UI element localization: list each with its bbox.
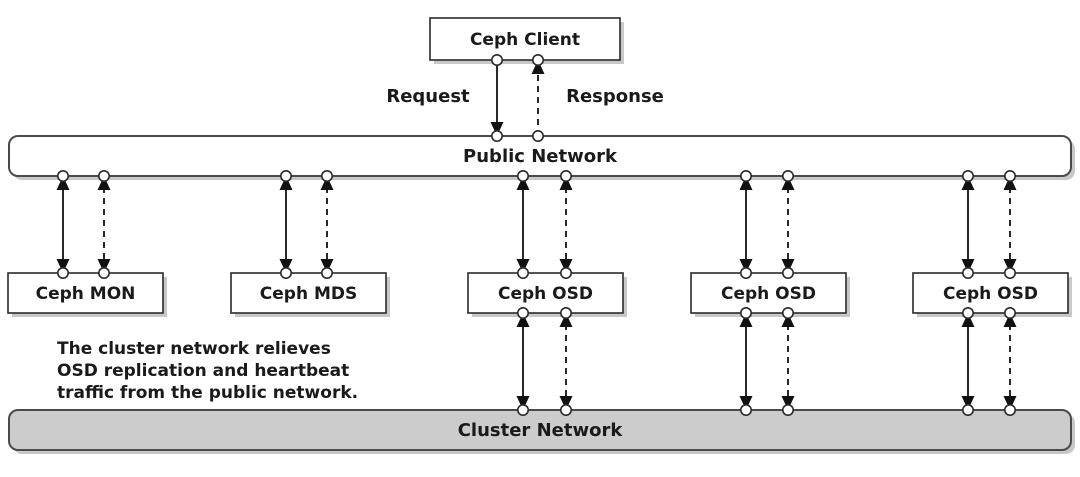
port-public-ceph-mon-left[interactable]	[56, 170, 69, 183]
ceph-osd-3-cluster-dashed-link-arrowhead-start	[1003, 313, 1017, 327]
ceph-mds-public-dashed-link-arrowhead-start	[320, 176, 334, 190]
port-ceph-osd-1-top-right[interactable]	[559, 266, 572, 279]
port-client-request[interactable]	[490, 53, 503, 66]
cluster-network[interactable]	[8, 409, 1072, 451]
network-bars-layer	[8, 135, 1072, 451]
ceph-mon-public-dashed-link-arrowhead-start	[97, 176, 111, 190]
ceph-mds-public-solid-link-arrowhead-start	[279, 176, 293, 190]
connection-links-layer	[56, 60, 1017, 410]
ceph-osd-2-cluster-dashed-link-arrowhead-end	[781, 396, 795, 410]
ceph-osd-1-public-dashed-link-arrowhead-end	[559, 259, 573, 273]
port-ceph-mon-top-right[interactable]	[98, 266, 111, 279]
ceph-osd-2-box[interactable]	[690, 272, 847, 314]
cluster-network-note-line-3: traffic from the public network.	[57, 383, 358, 403]
port-ceph-mds-top-right[interactable]	[320, 266, 333, 279]
ceph-client-label: Ceph Client	[470, 30, 580, 50]
request-label: Request	[386, 86, 470, 107]
ceph-mon-public-solid-link-arrowhead-start	[56, 176, 70, 190]
ceph-osd-2-public-dashed-link-arrowhead-start	[781, 176, 795, 190]
port-ceph-osd-3-top-left[interactable]	[961, 266, 974, 279]
ceph-osd-3-cluster-solid-link-arrowhead-start	[961, 313, 975, 327]
port-public-ceph-mds-left[interactable]	[279, 170, 292, 183]
ceph-osd-1-public-solid-link-arrowhead-end	[516, 259, 530, 273]
ceph-osd-2-cluster-solid-link-arrowhead-end	[739, 396, 753, 410]
ceph-mds-label: Ceph MDS	[260, 284, 357, 304]
port-ceph-mds-top-left[interactable]	[279, 266, 292, 279]
ceph-mon-label: Ceph MON	[36, 284, 136, 304]
port-ceph-osd-2-top-right[interactable]	[781, 266, 794, 279]
port-public-ceph-osd-3-left[interactable]	[961, 170, 974, 183]
ceph-client-box[interactable]	[429, 17, 621, 61]
port-ceph-osd-3-top-right[interactable]	[1003, 266, 1016, 279]
connection-ports-layer	[56, 53, 1016, 416]
client-response-link-arrowhead-end	[531, 60, 545, 74]
node-boxes-layer	[7, 17, 1069, 314]
port-cluster-ceph-osd-3-left[interactable]	[961, 403, 974, 416]
ceph-osd-3-public-dashed-link-arrowhead-end	[1003, 259, 1017, 273]
port-public-ceph-osd-1-right[interactable]	[559, 170, 572, 183]
port-public-ceph-osd-2-right[interactable]	[781, 170, 794, 183]
port-public-ceph-mds-right[interactable]	[320, 170, 333, 183]
ceph-osd-2-public-solid-link-arrowhead-end	[739, 259, 753, 273]
port-ceph-osd-1-bottom-left[interactable]	[516, 306, 529, 319]
ceph-osd-3-public-dashed-link-arrowhead-start	[1003, 176, 1017, 190]
ceph-mds-box[interactable]	[230, 272, 387, 314]
client-request-link-arrowhead-end	[490, 122, 504, 136]
ceph-osd-3-public-solid-link-arrowhead-start	[961, 176, 975, 190]
ceph-mds-public-dashed-link-arrowhead-end	[320, 259, 334, 273]
port-public-client-request[interactable]	[490, 130, 503, 143]
ceph-osd-3-box[interactable]	[912, 272, 1069, 314]
cluster-network-label: Cluster Network	[458, 420, 624, 441]
ceph-osd-1-cluster-dashed-link-arrowhead-start	[559, 313, 573, 327]
ceph-mon-public-dashed-link-arrowhead-end	[97, 259, 111, 273]
ceph-osd-3-cluster-solid-link-arrowhead-end	[961, 396, 975, 410]
port-public-ceph-osd-2-left[interactable]	[739, 170, 752, 183]
port-ceph-osd-3-bottom-right[interactable]	[1003, 306, 1016, 319]
ceph-mds-public-solid-link-arrowhead-end	[279, 259, 293, 273]
port-cluster-ceph-osd-2-right[interactable]	[781, 403, 794, 416]
port-ceph-osd-1-bottom-right[interactable]	[559, 306, 572, 319]
ceph-osd-3-public-solid-link-arrowhead-end	[961, 259, 975, 273]
port-ceph-osd-3-bottom-left[interactable]	[961, 306, 974, 319]
port-client-response[interactable]	[531, 53, 544, 66]
ceph-osd-1-box[interactable]	[467, 272, 624, 314]
cluster-network-note-line-2: OSD replication and heartbeat	[57, 361, 349, 381]
ceph-osd-2-public-solid-link-arrowhead-start	[739, 176, 753, 190]
port-public-ceph-osd-3-right[interactable]	[1003, 170, 1016, 183]
public-network-label: Public Network	[463, 146, 618, 167]
ceph-mon-public-solid-link-arrowhead-end	[56, 259, 70, 273]
port-ceph-osd-2-top-left[interactable]	[739, 266, 752, 279]
port-ceph-osd-1-top-left[interactable]	[516, 266, 529, 279]
port-public-ceph-osd-1-left[interactable]	[516, 170, 529, 183]
ceph-osd-2-cluster-dashed-link-arrowhead-start	[781, 313, 795, 327]
port-cluster-ceph-osd-1-left[interactable]	[516, 403, 529, 416]
ceph-osd-1-public-solid-link-arrowhead-start	[516, 176, 530, 190]
port-public-ceph-mon-right[interactable]	[98, 170, 111, 183]
port-cluster-ceph-osd-2-left[interactable]	[739, 403, 752, 416]
port-ceph-osd-2-bottom-left[interactable]	[739, 306, 752, 319]
port-public-client-response[interactable]	[531, 130, 544, 143]
port-cluster-ceph-osd-1-right[interactable]	[559, 403, 572, 416]
ceph-osd-2-cluster-solid-link-arrowhead-start	[739, 313, 753, 327]
ceph-mon-box[interactable]	[7, 272, 164, 314]
port-ceph-osd-2-bottom-right[interactable]	[781, 306, 794, 319]
ceph-osd-1-cluster-dashed-link-arrowhead-end	[559, 396, 573, 410]
port-cluster-ceph-osd-3-right[interactable]	[1003, 403, 1016, 416]
port-ceph-mon-top-left[interactable]	[56, 266, 69, 279]
ceph-osd-1-cluster-solid-link-arrowhead-start	[516, 313, 530, 327]
ceph-osd-1-cluster-solid-link-arrowhead-end	[516, 396, 530, 410]
ceph-osd-1-label: Ceph OSD	[498, 284, 593, 304]
ceph-osd-2-label: Ceph OSD	[721, 284, 816, 304]
cluster-network-note-line-1: The cluster network relieves	[57, 339, 331, 359]
response-label: Response	[566, 86, 664, 107]
ceph-osd-3-cluster-dashed-link-arrowhead-end	[1003, 396, 1017, 410]
ceph-osd-2-public-dashed-link-arrowhead-end	[781, 259, 795, 273]
ceph-osd-3-label: Ceph OSD	[943, 284, 1038, 304]
ceph-osd-1-public-dashed-link-arrowhead-start	[559, 176, 573, 190]
